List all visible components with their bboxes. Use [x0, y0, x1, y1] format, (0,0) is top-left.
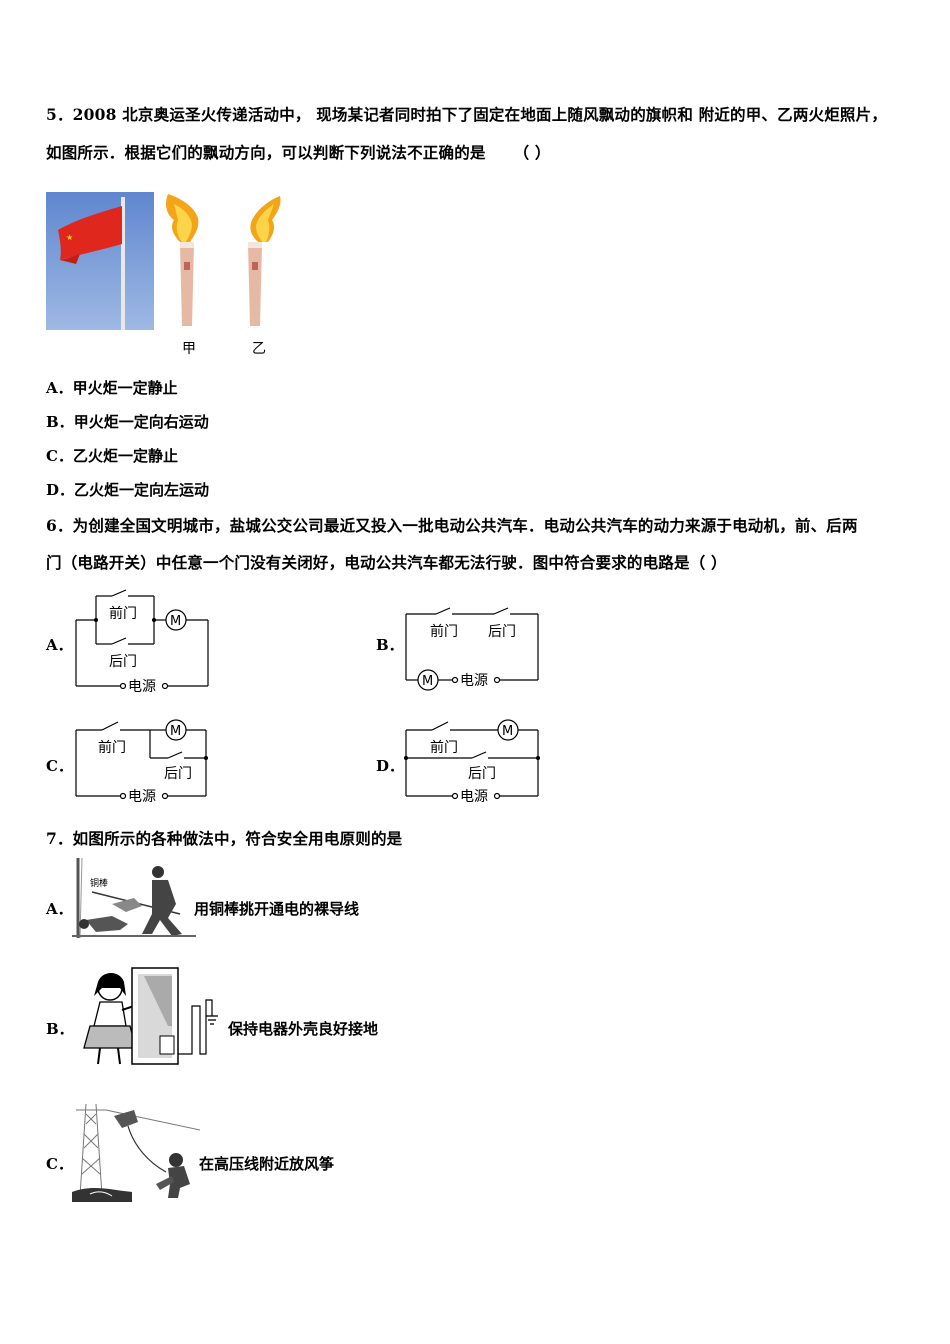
- q6-option-b-letter[interactable]: B．: [376, 636, 404, 654]
- q5-option-d-text: 乙火炬一定向左运动: [74, 481, 210, 499]
- q5-option-c-text: 乙火炬一定静止: [72, 447, 178, 465]
- q7-option-c-text: 在高压线附近放风筝: [199, 1155, 335, 1173]
- q5-option-d[interactable]: D．乙火炬一定向左运动: [46, 479, 209, 500]
- q6-option-d-letter[interactable]: D．: [376, 757, 405, 775]
- q5-option-a-text: 甲火炬一定静止: [72, 379, 178, 397]
- circuit-d-front-door: 前门: [430, 739, 458, 756]
- circuit-c-power: 电源: [128, 789, 156, 805]
- q6-stem-line2: 门（电路开关）中任意一个门没有关闭好，电动公共汽车都无法行驶．图中符合要求的电路…: [46, 553, 727, 572]
- q5-option-c-letter: C．: [46, 447, 73, 465]
- q5-option-b-letter: B．: [46, 413, 74, 431]
- q7-option-b-letter[interactable]: B．: [46, 1020, 74, 1038]
- circuit-b-motor: M: [422, 674, 433, 689]
- q5-stem-line2: 如图所示．根据它们的飘动方向，可以判断下列说法不正确的是 （ ）: [46, 141, 551, 163]
- circuit-b-power: 电源: [460, 673, 488, 689]
- circuit-b: 前门 后门 M 电源: [405, 607, 539, 691]
- q7-option-b-text: 保持电器外壳良好接地: [228, 1020, 379, 1038]
- circuit-a: 前门 后门 M 电源: [75, 589, 209, 692]
- svg-text:★: ★: [66, 233, 73, 242]
- flag-photo: ★: [46, 192, 154, 330]
- q5-stem-text: 如图所示．根据它们的飘动方向，可以判断下列说法不正确的是: [46, 143, 486, 162]
- q7-option-a-text: 用铜棒挑开通电的裸导线: [194, 900, 360, 918]
- circuit-a-power: 电源: [128, 679, 156, 692]
- torch-yi: [248, 196, 281, 326]
- torch-jia: [166, 194, 199, 326]
- q5-option-a[interactable]: A．甲火炬一定静止: [46, 377, 178, 398]
- circuit-c-front-door: 前门: [98, 739, 126, 756]
- q6-option-a-letter[interactable]: A．: [46, 636, 73, 654]
- circuit-c-motor: M: [170, 724, 181, 739]
- kite-powerline-illustration: [72, 1103, 200, 1202]
- q5-option-b[interactable]: B．甲火炬一定向右运动: [46, 411, 209, 432]
- copper-rod-illustration: 铜棒: [72, 858, 196, 939]
- q5-option-b-text: 甲火炬一定向右运动: [73, 413, 209, 431]
- circuit-d-power: 电源: [460, 789, 488, 805]
- copper-rod-label: 铜棒: [90, 877, 108, 889]
- q5-stem-line1: 5．2008 北京奥运圣火传递活动中， 现场某记者同时拍下了固定在地面上随风飘动…: [46, 105, 888, 124]
- circuit-a-front-door: 前门: [109, 605, 137, 622]
- torch-jia-label: 甲: [182, 341, 196, 357]
- circuit-a-back-door: 后门: [109, 654, 137, 670]
- q5-option-d-letter: D．: [46, 481, 75, 499]
- q5-option-a-letter: A．: [46, 379, 73, 397]
- q7-stem: 7．如图所示的各种做法中，符合安全用电原则的是: [46, 829, 403, 848]
- circuit-b-back-door: 后门: [488, 624, 516, 640]
- q6-option-c-letter[interactable]: C．: [46, 757, 73, 775]
- torch-yi-label: 乙: [252, 341, 266, 357]
- circuit-d-back-door: 后门: [468, 766, 496, 782]
- circuit-a-motor: M: [170, 614, 181, 629]
- circuit-d: 前门 后门 M 电源: [404, 719, 540, 805]
- q6-stem-line1: 6．为创建全国文明城市，盐城公交公司最近又投入一批电动公共汽车．电动公共汽车的动…: [46, 516, 858, 535]
- q7-option-c-letter[interactable]: C．: [46, 1155, 73, 1173]
- grounding-illustration: [83, 967, 218, 1065]
- q5-option-c[interactable]: C．乙火炬一定静止: [46, 445, 178, 466]
- q7-option-a-letter[interactable]: A．: [46, 900, 73, 918]
- circuit-b-front-door: 前门: [430, 623, 458, 640]
- circuit-c-back-door: 后门: [164, 766, 192, 782]
- q5-answer-bracket: （ ）: [513, 143, 551, 162]
- circuit-d-motor: M: [502, 724, 513, 739]
- circuit-c: 前门 后门 M 电源: [75, 719, 208, 805]
